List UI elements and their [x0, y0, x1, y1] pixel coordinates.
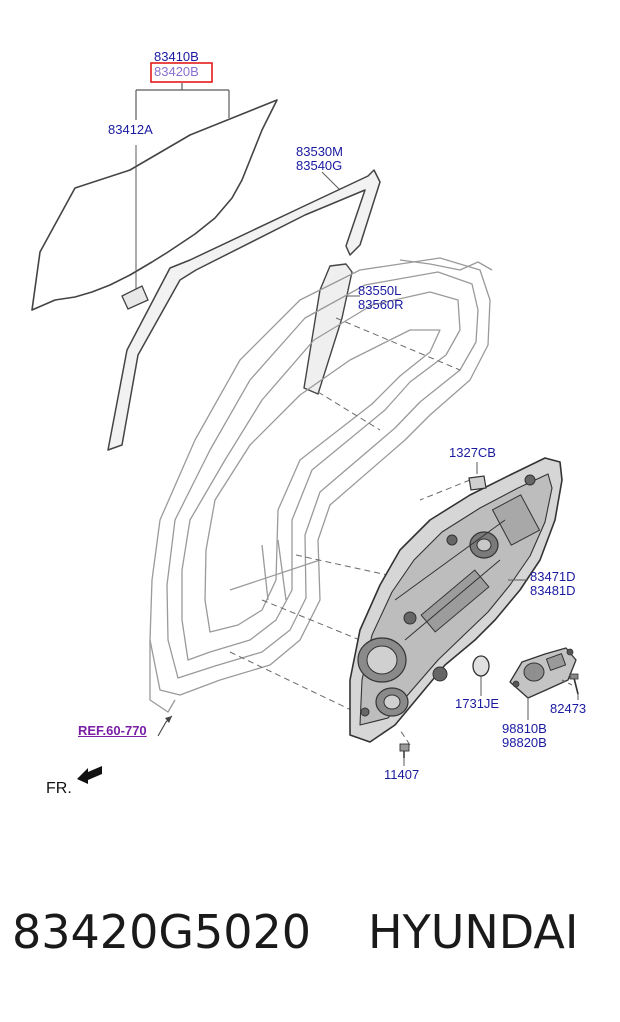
label-83530M: 83530M: [296, 144, 343, 159]
label-98820B: 98820B: [502, 735, 547, 750]
front-arrow-icon: [77, 766, 102, 784]
motor-guide: [561, 679, 575, 687]
brand-name: HYUNDAI: [368, 905, 579, 959]
door-module-panel: [349, 457, 563, 743]
label-98810B: 98810B: [502, 721, 547, 736]
grommet: [468, 475, 487, 491]
label-83550L: 83550L: [358, 283, 402, 298]
ref-label[interactable]: REF.60-770: [78, 723, 147, 738]
label-83410B: 83410B: [154, 49, 199, 64]
plug: [472, 655, 490, 677]
label-11407: 11407: [384, 767, 420, 782]
label-83540G: 83540G: [296, 158, 343, 173]
ref-arrowhead: [165, 716, 172, 723]
label-82473: 82473: [550, 701, 587, 716]
run-channel: [107, 169, 381, 451]
rear-channel: [303, 263, 353, 395]
bolt-11407: [399, 743, 410, 758]
assembly-lines: [229, 317, 471, 746]
part-number: 83420G5020: [12, 905, 312, 959]
front-marker: FR.: [46, 780, 72, 797]
label-83420B: 83420B: [154, 64, 199, 79]
label-1731JE: 1731JE: [455, 696, 500, 711]
callout-bracket: [135, 83, 230, 120]
label-83471D: 83471D: [530, 569, 576, 584]
label-83412A: 83412A: [108, 122, 153, 137]
screw-82473: [569, 673, 579, 695]
glass-holder: [121, 285, 149, 310]
window-motor: [509, 647, 577, 699]
door-frame: [149, 257, 493, 713]
door-glass: [31, 99, 278, 311]
label-83560R: 83560R: [358, 297, 404, 312]
highlight-box: [150, 62, 213, 83]
label-1327CB: 1327CB: [449, 445, 496, 460]
label-83481D: 83481D: [530, 583, 576, 598]
